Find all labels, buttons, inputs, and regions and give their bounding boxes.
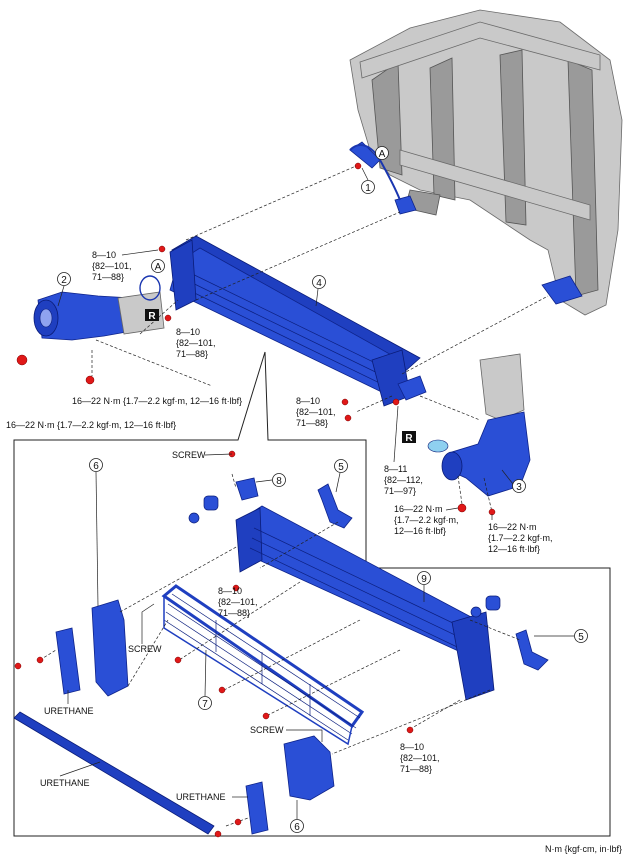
torque-spec-2: 8—10 {82—101, 71—88} [176, 327, 216, 359]
urethane-pad-bottom [245, 781, 269, 835]
torque-spec-10: 8—10 {82—101, 71—88} [400, 742, 440, 774]
svg-text:6: 6 [93, 461, 99, 472]
svg-text:71—88}: 71—88} [296, 418, 328, 428]
wiring-harness [349, 144, 401, 201]
callout-3: 3 [501, 469, 526, 493]
svg-text:9: 9 [421, 574, 427, 585]
svg-text:8—10: 8—10 [400, 742, 424, 752]
svg-text:8—10: 8—10 [296, 396, 320, 406]
callout-4: 4 [312, 275, 326, 307]
intercooler-detail [188, 477, 501, 701]
air-guide-bottom [283, 735, 335, 801]
callout-6-left: 6 [89, 458, 103, 607]
bracket-upper [317, 483, 353, 529]
assembly-lines-detail [39, 473, 521, 827]
svg-text:{1.7—2.2 kgf·m,: {1.7—2.2 kgf·m, [394, 515, 459, 525]
svg-text:2: 2 [61, 275, 67, 286]
callout-6-bottom: 6 [290, 800, 304, 833]
svg-text:6: 6 [294, 822, 300, 833]
callout-5-upper: 5 [334, 459, 348, 493]
svg-text:{82—101,: {82—101, [400, 753, 440, 763]
svg-text:7: 7 [202, 699, 208, 710]
screw-label-top: SCREW [172, 450, 233, 460]
svg-text:71—97}: 71—97} [384, 486, 416, 496]
torque-spec-1: 8—10 {82—101, 71—88} [92, 249, 159, 282]
svg-text:R: R [405, 433, 413, 444]
svg-text:8—10: 8—10 [176, 327, 200, 337]
svg-text:8—11: 8—11 [384, 464, 407, 474]
urethane-label-bottom: URETHANE [176, 792, 248, 802]
air-hose-left [33, 275, 165, 341]
r-mark-right: R [402, 431, 416, 444]
svg-text:{82—112,: {82—112, [384, 475, 423, 485]
urethane-label-left: URETHANE [44, 690, 94, 716]
svg-text:71—88}: 71—88} [92, 272, 124, 282]
svg-text:8—10: 8—10 [92, 250, 116, 260]
svg-text:{82—101,: {82—101, [296, 407, 336, 417]
svg-text:{82—101,: {82—101, [176, 338, 216, 348]
units-note: N·m {kgf·cm, in·lbf} [545, 844, 622, 854]
svg-text:16—22 N·m {1.7—2.2 kgf·m, 12—1: 16—22 N·m {1.7—2.2 kgf·m, 12—16 ft·lbf} [6, 420, 176, 430]
svg-text:{82—101,: {82—101, [218, 597, 258, 607]
svg-text:3: 3 [516, 482, 522, 493]
r-mark-left: R [145, 309, 159, 322]
callout-9: 9 [417, 571, 431, 602]
svg-text:SCREW: SCREW [172, 450, 206, 460]
svg-text:R: R [148, 311, 156, 322]
svg-text:71—88}: 71—88} [218, 608, 250, 618]
callout-2: 2 [57, 272, 71, 307]
svg-text:8—10: 8—10 [218, 586, 242, 596]
detail-box [13, 351, 611, 837]
torque-spec-8: 16—22 N·m {1.7—2.2 kgf·m, 12—16 ft·lbf} [488, 514, 553, 554]
torque-spec-4: 16—22 N·m {1.7—2.2 kgf·m, 12—16 ft·lbf} [6, 420, 176, 430]
svg-text:SCREW: SCREW [128, 644, 162, 654]
svg-text:{82—101,: {82—101, [92, 261, 132, 271]
callout-a-lower: A [151, 259, 165, 273]
torque-spec-3: 16—22 N·m {1.7—2.2 kgf·m, 12—16 ft·lbf} [72, 396, 242, 406]
radiator-support-frame [349, 9, 623, 316]
svg-text:16—22 N·m: 16—22 N·m [488, 522, 537, 532]
svg-text:A: A [379, 149, 386, 160]
bolts-top [16, 245, 496, 516]
bracket-lower [515, 629, 549, 671]
svg-text:16—22 N·m: 16—22 N·m [394, 504, 443, 514]
torque-spec-7: 16—22 N·m {1.7—2.2 kgf·m, 12—16 ft·lbf} [394, 504, 459, 536]
svg-text:5: 5 [338, 462, 344, 473]
callout-7: 7 [198, 649, 212, 710]
torque-spec-9: 8—10 {82—101, 71—88} [218, 586, 258, 618]
screw-label-left: SCREW [128, 603, 162, 654]
svg-text:4: 4 [316, 278, 322, 289]
callout-1: 1 [361, 167, 375, 194]
screw-label-bottom: SCREW [250, 725, 323, 742]
callout-5-lower: 5 [534, 629, 588, 643]
svg-text:{1.7—2.2 kgf·m,: {1.7—2.2 kgf·m, [488, 533, 553, 543]
torque-spec-5: 8—10 {82—101, 71—88} [296, 396, 336, 428]
svg-text:8: 8 [276, 476, 282, 487]
svg-text:A: A [155, 262, 162, 273]
svg-text:5: 5 [578, 632, 584, 643]
svg-text:12—16 ft·lbf}: 12—16 ft·lbf} [394, 526, 446, 536]
svg-text:12—16 ft·lbf}: 12—16 ft·lbf} [488, 544, 540, 554]
svg-text:16—22 N·m {1.7—2.2 kgf·m, 12—1: 16—22 N·m {1.7—2.2 kgf·m, 12—16 ft·lbf} [72, 396, 242, 406]
callout-8: 8 [255, 473, 286, 487]
bolts-detail [14, 450, 414, 838]
urethane-label-long: URETHANE [40, 761, 101, 788]
svg-text:URETHANE: URETHANE [40, 778, 90, 788]
svg-text:URETHANE: URETHANE [176, 792, 226, 802]
air-hose-right [427, 353, 531, 497]
callout-a-upper: A [375, 146, 389, 160]
svg-text:URETHANE: URETHANE [44, 706, 94, 716]
intercooler-upper [169, 235, 427, 407]
torque-spec-6: 8—11 {82—112, 71—97} [384, 405, 423, 496]
urethane-pad-left [55, 627, 81, 695]
svg-text:SCREW: SCREW [250, 725, 284, 735]
svg-text:71—88}: 71—88} [176, 349, 208, 359]
svg-text:71—88}: 71—88} [400, 764, 432, 774]
air-guide-left [91, 599, 129, 697]
urethane-strip-long [13, 711, 215, 835]
grille-panel [161, 584, 365, 746]
svg-text:1: 1 [365, 183, 371, 194]
